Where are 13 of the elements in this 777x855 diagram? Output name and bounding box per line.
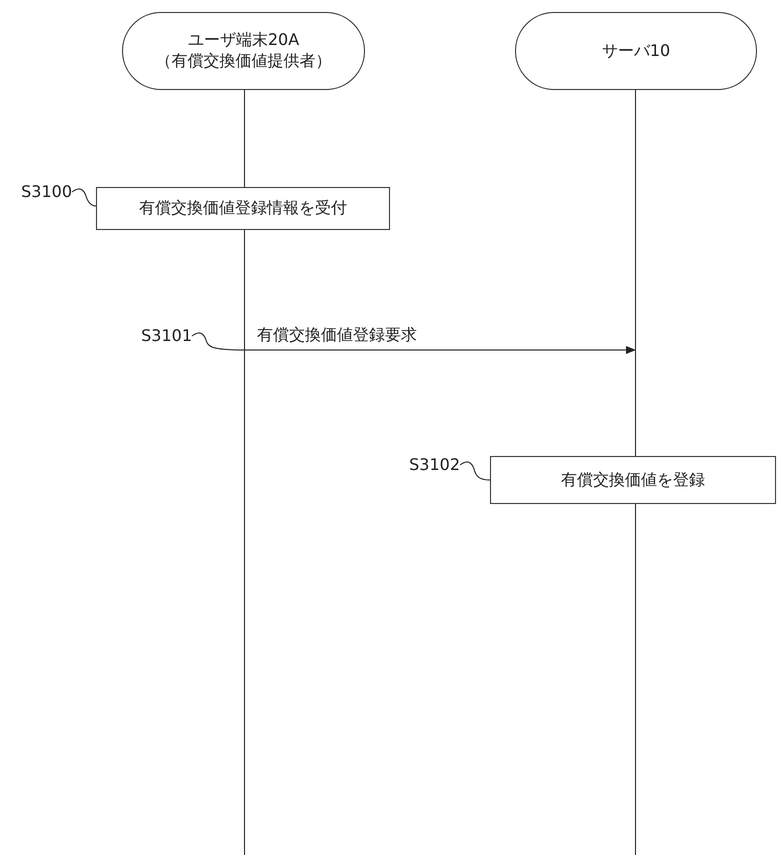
leader-line xyxy=(72,188,96,206)
step-number: S3102 xyxy=(408,453,460,475)
leader-line xyxy=(460,462,490,480)
lifeline-header: サーバ10 xyxy=(515,12,757,90)
lifeline xyxy=(244,90,245,855)
process-box: 有償交換価値を登録 xyxy=(490,456,776,504)
lifeline xyxy=(635,90,636,855)
message-arrow xyxy=(244,346,636,354)
step-number: S3100 xyxy=(20,180,72,202)
process-box: 有償交換価値登録情報を受付 xyxy=(96,187,390,230)
leader-line xyxy=(192,332,244,350)
lifeline-header: ユーザ端末20A （有償交換価値提供者） xyxy=(122,12,365,90)
step-number: S3101 xyxy=(140,324,192,346)
